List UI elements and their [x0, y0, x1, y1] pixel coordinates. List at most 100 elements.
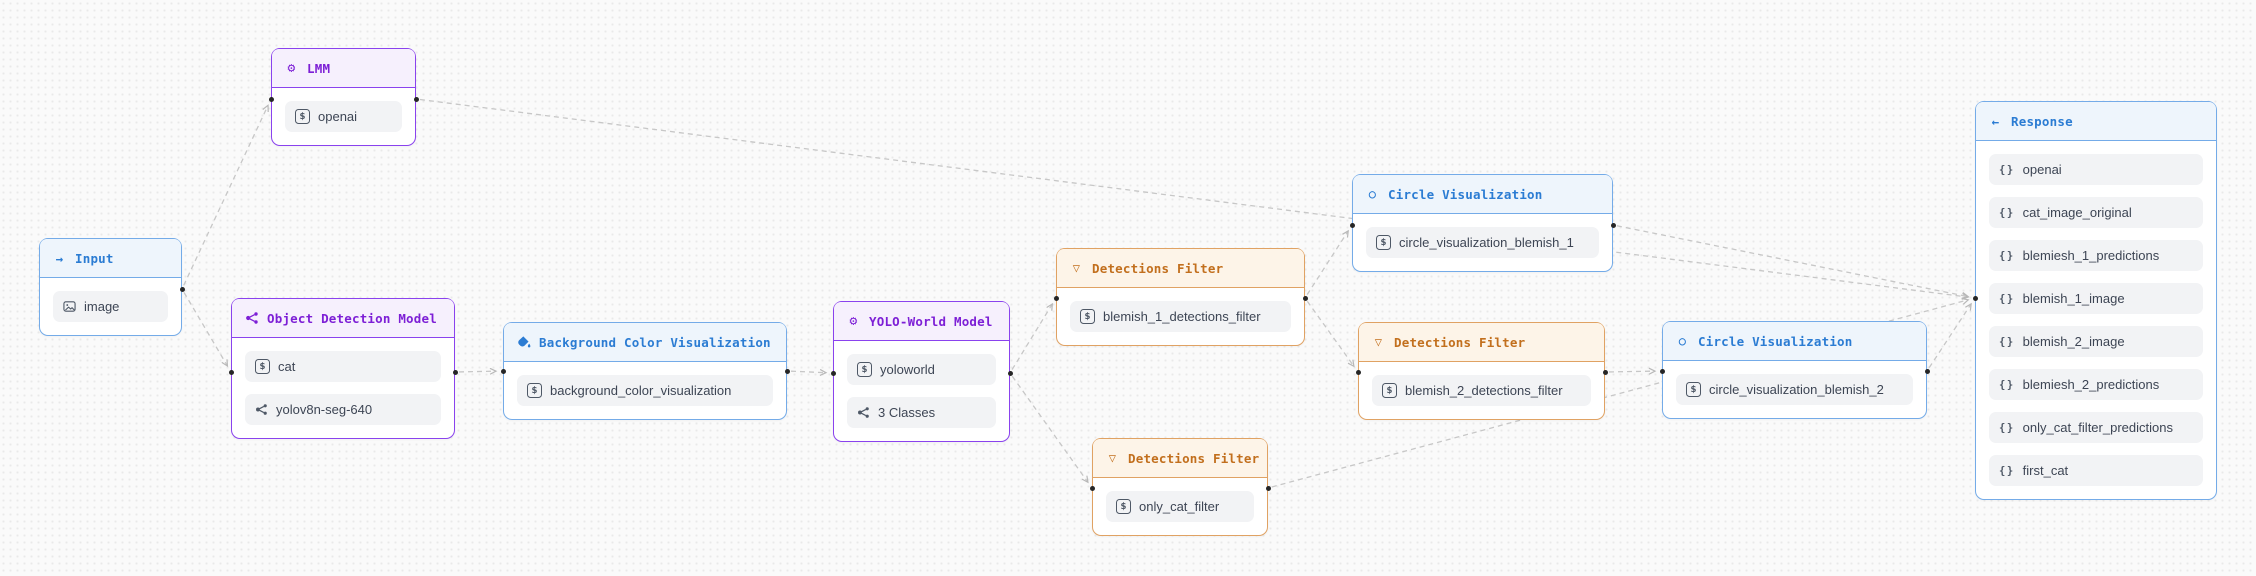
node-background-color-visualization[interactable]: Background Color Visualization $ backgro… [500, 322, 790, 420]
node-input[interactable]: → Input image [39, 238, 185, 336]
output-port[interactable] [1602, 369, 1608, 375]
string-icon: $ [1376, 235, 1391, 250]
node-title: Circle Visualization [1388, 186, 1543, 202]
node-item[interactable]: $ blemish_2_detections_filter [1372, 375, 1591, 406]
node-item[interactable]: {} only_cat_filter_predictions [1989, 412, 2203, 443]
output-port[interactable] [1007, 370, 1013, 376]
string-icon: $ [857, 362, 872, 377]
string-icon: $ [1686, 382, 1701, 397]
input-port[interactable] [1355, 369, 1361, 375]
node-header: Background Color Visualization [504, 323, 786, 362]
node-item[interactable]: $ yoloworld [847, 354, 996, 385]
node-header: ⚙ LMM [272, 49, 415, 88]
node-item[interactable]: {} openai [1989, 154, 2203, 185]
node-item[interactable]: {} cat_image_original [1989, 197, 2203, 228]
node-header: ○ Circle Visualization [1663, 322, 1926, 361]
node-item[interactable]: $ circle_visualization_blemish_1 [1366, 227, 1599, 258]
output-port[interactable] [784, 368, 790, 374]
node-detections-filter-only-cat[interactable]: ▽ Detections Filter $ only_cat_filter [1089, 438, 1271, 536]
braces-icon: {} [1999, 378, 2015, 391]
braces-icon: {} [1999, 335, 2015, 348]
circle-icon: ○ [1678, 334, 1687, 348]
node-title: Object Detection Model [267, 310, 437, 326]
output-port[interactable] [452, 369, 458, 375]
node-object-detection-model[interactable]: Object Detection Model $ cat yolov8n-seg… [228, 298, 458, 439]
input-port[interactable] [1089, 485, 1095, 491]
circle-icon: ○ [1368, 187, 1377, 201]
output-port[interactable] [179, 286, 185, 292]
model-icon: ⚙ [287, 60, 296, 76]
node-item-label: blemish_1_image [2022, 291, 2125, 306]
node-item-label: only_cat_filter_predictions [2022, 420, 2173, 435]
node-item-label: openai [318, 109, 358, 124]
node-item-label: cat [278, 359, 296, 374]
node-item-label: yoloworld [880, 362, 935, 377]
node-circle-visualization-blemish-2[interactable]: ○ Circle Visualization $ circle_visualiz… [1659, 321, 1930, 419]
funnel-icon: ▽ [1374, 335, 1383, 349]
node-circle-visualization-blemish-1[interactable]: ○ Circle Visualization $ circle_visualiz… [1349, 174, 1616, 272]
node-title: Detections Filter [1092, 260, 1224, 276]
node-item-label: background_color_visualization [550, 383, 732, 398]
string-icon: $ [295, 109, 310, 124]
input-port[interactable] [1972, 295, 1978, 301]
node-item-label: blemish_2_detections_filter [1405, 383, 1563, 398]
braces-icon: {} [1999, 206, 2015, 219]
output-port[interactable] [1610, 222, 1616, 228]
node-item[interactable]: {} blemish_2_image [1989, 326, 2203, 357]
output-port[interactable] [1302, 295, 1308, 301]
node-item[interactable]: 3 Classes [847, 397, 996, 428]
network-icon [244, 311, 259, 325]
node-item-label: image [84, 299, 120, 314]
node-header: ▽ Detections Filter [1359, 323, 1604, 362]
node-item-label: blemiesh_2_predictions [2022, 377, 2160, 392]
node-header: ← Response [1976, 102, 2216, 141]
model-icon: ⚙ [849, 313, 858, 329]
node-header: ⚙ YOLO-World Model [834, 302, 1009, 341]
node-item[interactable]: image [53, 291, 168, 322]
node-detections-filter-blemish-1[interactable]: ▽ Detections Filter $ blemish_1_detectio… [1053, 248, 1308, 346]
string-icon: $ [1382, 383, 1397, 398]
node-item[interactable]: $ cat [245, 351, 441, 382]
input-port[interactable] [1053, 295, 1059, 301]
node-detections-filter-blemish-2[interactable]: ▽ Detections Filter $ blemish_2_detectio… [1355, 322, 1608, 420]
output-port[interactable] [413, 96, 419, 102]
node-item[interactable]: {} first_cat [1989, 455, 2203, 486]
node-title: Response [2011, 113, 2073, 129]
input-port[interactable] [1349, 222, 1355, 228]
image-icon [63, 300, 76, 313]
braces-icon: {} [1999, 421, 2015, 434]
input-port[interactable] [1659, 368, 1665, 374]
network-icon [857, 406, 870, 419]
input-port[interactable] [228, 369, 234, 375]
input-port[interactable] [500, 368, 506, 374]
braces-icon: {} [1999, 163, 2015, 176]
node-item[interactable]: $ circle_visualization_blemish_2 [1676, 374, 1913, 405]
node-item-label: cat_image_original [2022, 205, 2132, 220]
string-icon: $ [255, 359, 270, 374]
node-response[interactable]: ← Response {} openai {} cat_image_origin… [1972, 101, 2217, 500]
node-item[interactable]: yolov8n-seg-640 [245, 394, 441, 425]
node-title: Background Color Visualization [539, 334, 771, 350]
node-lmm[interactable]: ⚙ LMM $ openai [268, 48, 419, 146]
node-item[interactable]: $ openai [285, 101, 402, 132]
node-item[interactable]: {} blemiesh_1_predictions [1989, 240, 2203, 271]
input-port[interactable] [830, 370, 836, 376]
node-item[interactable]: $ only_cat_filter [1106, 491, 1254, 522]
output-port[interactable] [1265, 485, 1271, 491]
input-port[interactable] [268, 96, 274, 102]
node-item-label: blemish_2_image [2022, 334, 2125, 349]
node-yolo-world-model[interactable]: ⚙ YOLO-World Model $ yoloworld 3 Classes [830, 301, 1013, 442]
node-item-label: openai [2022, 162, 2062, 177]
string-icon: $ [527, 383, 542, 398]
node-title: YOLO-World Model [869, 313, 993, 329]
output-port[interactable] [1924, 368, 1930, 374]
node-item-label: only_cat_filter [1139, 499, 1220, 514]
node-item-label: 3 Classes [878, 405, 936, 420]
node-item[interactable]: $ background_color_visualization [517, 375, 773, 406]
node-item-label: first_cat [2022, 463, 2069, 478]
node-item[interactable]: {} blemish_1_image [1989, 283, 2203, 314]
node-item[interactable]: $ blemish_1_detections_filter [1070, 301, 1291, 332]
node-item[interactable]: {} blemiesh_2_predictions [1989, 369, 2203, 400]
braces-icon: {} [1999, 464, 2015, 477]
